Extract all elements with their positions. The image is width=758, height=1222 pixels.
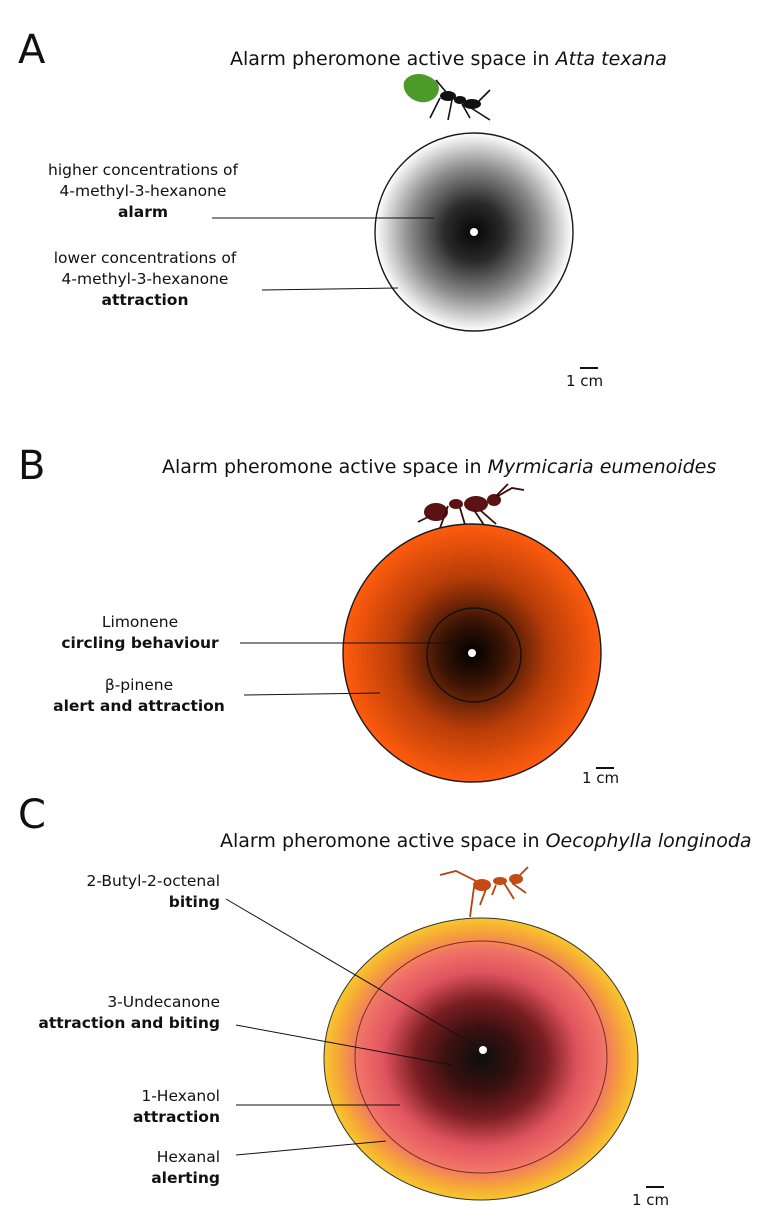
label-behaviour: biting (168, 893, 220, 911)
title-prefix: Alarm pheromone active space in (220, 830, 546, 852)
panel-letter-b: B (18, 443, 46, 489)
label-chem-line1: higher concentrations of (48, 161, 238, 179)
weaver-ant-icon (439, 866, 529, 918)
label-behaviour: attraction and biting (38, 1014, 220, 1032)
panel-letter-a: A (18, 27, 46, 73)
panel-b-diagram (240, 483, 602, 783)
label-undecanone: 3-Undecanone attraction and biting (38, 992, 220, 1034)
label-alarm: higher concentrations of 4-methyl-3-hexa… (48, 160, 238, 223)
leader-line-pinene (243, 692, 381, 696)
panel-b: B Alarm pheromone active space in Myrmic… (0, 400, 758, 795)
label-behaviour: alert and attraction (53, 697, 225, 715)
leader-line-hexanal (235, 1140, 387, 1156)
title-prefix: Alarm pheromone active space in (162, 456, 488, 478)
dark-red-ant-icon (417, 483, 525, 529)
label-behaviour: alarm (117, 203, 169, 221)
leader-line-butyloctenal (225, 898, 479, 1048)
label-limonene: Limonene circling behaviour (61, 612, 218, 654)
scale-bar (580, 367, 598, 369)
panel-c-title: Alarm pheromone active space in Oecophyl… (220, 830, 752, 852)
source-point (470, 228, 478, 236)
label-pinene: β-pinene alert and attraction (53, 675, 225, 717)
source-point (479, 1046, 487, 1054)
label-chem: 2-Butyl-2-octenal (86, 872, 221, 890)
scale-label: 1 cm (566, 372, 604, 390)
label-chem: 3-Undecanone (107, 993, 220, 1011)
label-chem: β-pinene (104, 676, 174, 694)
source-point (468, 649, 476, 657)
label-hexanal: Hexanal alerting (151, 1147, 220, 1189)
label-chem-line2: 4-methyl-3-hexanone (59, 182, 227, 200)
label-attraction: lower concentrations of 4-methyl-3-hexan… (54, 248, 237, 311)
label-chem-line2: 4-methyl-3-hexanone (61, 270, 229, 288)
label-chem-line1: lower concentrations of (53, 249, 237, 267)
scale-label: 1 cm (582, 769, 620, 787)
label-chem: 1-Hexanol (141, 1087, 220, 1105)
label-behaviour: attraction (101, 291, 189, 309)
species-name: Atta texana (555, 48, 667, 70)
label-behaviour: attraction (133, 1108, 220, 1126)
panel-a-title: Alarm pheromone active space in Atta tex… (230, 48, 667, 70)
limonene-boundary (426, 607, 522, 703)
panel-letter-c: C (18, 792, 46, 838)
hexanol-boundary (354, 940, 608, 1174)
label-chem: Limonene (101, 613, 179, 631)
label-butyloctenal: 2-Butyl-2-octenal biting (87, 871, 221, 913)
species-name: Myrmicaria eumenoides (487, 456, 717, 478)
panel-a-diagram (212, 73, 574, 332)
label-hexanol: 1-Hexanol attraction (133, 1086, 220, 1128)
panel-c: C Alarm pheromone active space in Oecoph… (0, 795, 758, 1222)
leader-line-attraction (261, 287, 399, 291)
scale-label: 1 cm (632, 1191, 670, 1209)
leader-line-undecanone (235, 1024, 453, 1066)
label-chem: Hexanal (156, 1148, 220, 1166)
panel-b-title: Alarm pheromone active space in Myrmicar… (162, 456, 716, 478)
title-prefix: Alarm pheromone active space in (230, 48, 556, 70)
species-name: Oecophylla longinoda (545, 830, 752, 852)
scale-bar (596, 767, 614, 769)
leafcutter-ant-icon (403, 73, 491, 121)
label-behaviour: alerting (151, 1169, 220, 1187)
panel-a: A Alarm pheromone active space in Atta t… (0, 0, 758, 400)
panel-c-diagram (225, 866, 639, 1201)
label-behaviour: circling behaviour (61, 634, 219, 652)
scale-bar (646, 1186, 664, 1188)
active-space-circle (323, 917, 639, 1201)
